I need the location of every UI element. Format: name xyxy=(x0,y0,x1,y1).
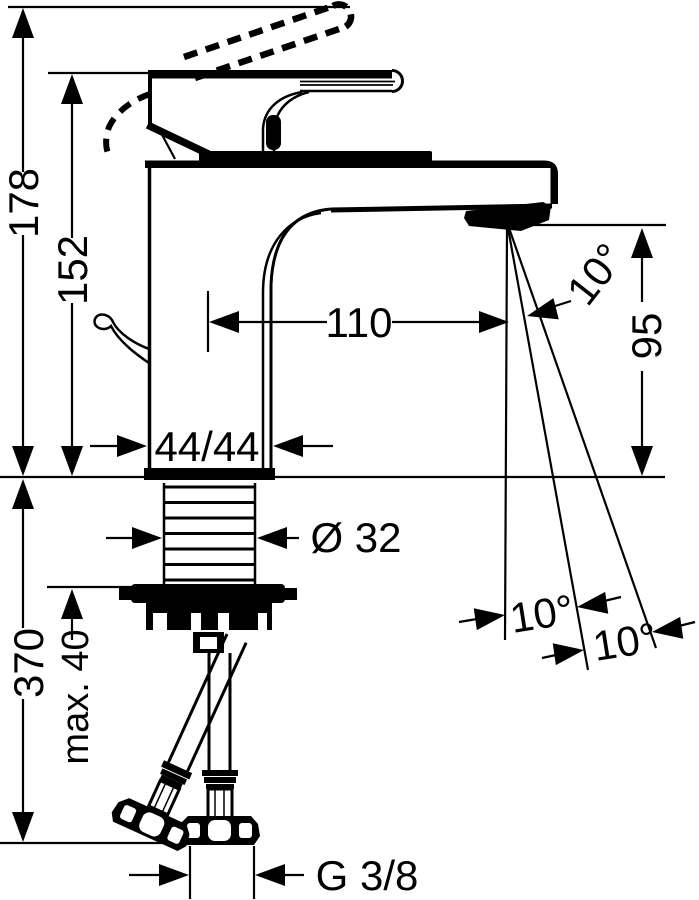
supply-hose-slanted xyxy=(111,633,248,852)
dimension-supply-connection: G 3/8 xyxy=(129,852,418,899)
angle-label-mid: 10° xyxy=(507,585,577,641)
arrow-up-icon xyxy=(12,479,34,509)
mounting-nut xyxy=(146,601,272,630)
spout-top-edge xyxy=(145,160,558,204)
handle-raised-dashed-outline xyxy=(182,1,355,82)
handle-lowered-dashed-outline xyxy=(103,91,152,160)
cartridge-detail xyxy=(266,115,281,150)
dimension-total-height: 178 xyxy=(0,8,47,476)
dimension-below-counter-length: 370 xyxy=(5,479,52,842)
arrow-right-icon xyxy=(479,311,509,333)
dim-label-shank-diameter: Ø 32 xyxy=(310,514,401,561)
faucet-outline xyxy=(93,69,558,480)
arrow-down-icon xyxy=(12,812,34,842)
dim-label-below-counter: 370 xyxy=(5,628,52,698)
dimension-base-footprint: 44/44 xyxy=(90,423,333,470)
threaded-shank xyxy=(165,485,254,582)
arrow-right-icon xyxy=(159,864,189,886)
base-plate xyxy=(144,468,275,480)
dim-label-supply-connection: G 3/8 xyxy=(316,852,419,899)
arrow-up-icon xyxy=(631,228,653,258)
dimension-stream-angle-mid: 10° xyxy=(458,585,622,642)
angle-label-outer: 10° xyxy=(590,613,660,669)
arrow-up-icon xyxy=(61,74,83,104)
dimension-stream-angle-outer: 10° xyxy=(541,613,696,670)
escutcheon xyxy=(199,151,432,168)
arrow-right-icon xyxy=(473,608,505,631)
dim-label-max-thickness: max. 40 xyxy=(55,629,97,764)
dim-label-base-footprint: 44/44 xyxy=(154,423,259,470)
arrow-left-icon xyxy=(257,527,287,549)
arrow-right-icon xyxy=(132,527,162,549)
arrow-up-icon xyxy=(12,8,34,38)
lever-handle xyxy=(148,69,404,93)
dim-label-total-height: 178 xyxy=(0,168,47,238)
arrow-right-icon xyxy=(552,643,584,666)
arrow-left-icon xyxy=(255,864,285,886)
dimension-max-counter-thickness: max. 40 xyxy=(55,589,97,765)
arrow-down-icon xyxy=(12,446,34,476)
dimension-spout-reach: 110 xyxy=(209,299,509,346)
dim-label-body-height: 152 xyxy=(49,235,96,305)
aerator xyxy=(464,202,551,231)
mounting-hardware xyxy=(119,483,297,630)
arrow-down-icon xyxy=(631,446,653,476)
dimension-shank-diameter: Ø 32 xyxy=(106,514,402,561)
arrow-left-icon xyxy=(209,311,239,333)
arrow-left-icon xyxy=(527,298,559,320)
arrow-left-icon xyxy=(652,616,684,639)
supply-hoses xyxy=(111,632,260,852)
arrow-right-icon xyxy=(117,435,147,457)
handle-body xyxy=(145,70,223,164)
pop-up-lever xyxy=(93,313,151,366)
arrow-up-icon xyxy=(61,589,83,619)
arrow-left-icon xyxy=(577,591,609,614)
arrow-down-icon xyxy=(61,446,83,476)
dimension-body-height: 152 xyxy=(49,74,96,476)
arrow-left-icon xyxy=(273,435,303,457)
dim-label-outlet-height: 95 xyxy=(623,313,670,360)
handle-neck xyxy=(261,90,310,152)
water-stream xyxy=(503,227,658,671)
dim-label-spout-reach: 110 xyxy=(326,299,393,346)
dimension-outlet-height: 95 xyxy=(623,228,670,476)
